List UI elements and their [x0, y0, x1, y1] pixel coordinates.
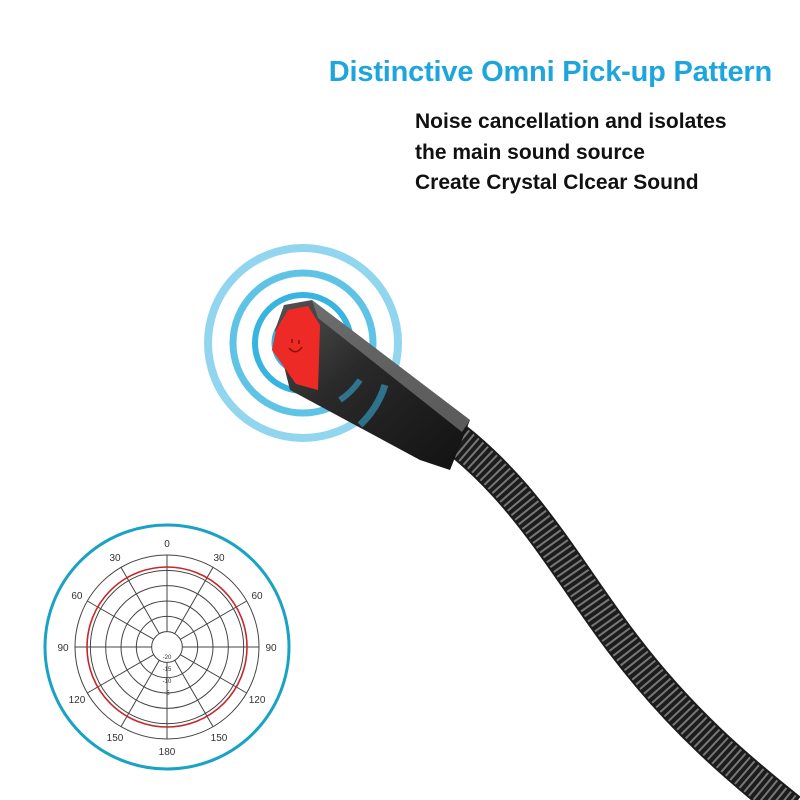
feature-line-2: the main sound source — [415, 141, 645, 164]
scale-label: -5 — [164, 691, 170, 697]
headline: Distinctive Omni Pick-up Pattern — [328, 56, 772, 88]
scale-label: -10 — [163, 679, 172, 685]
scale-label: -20 — [163, 655, 172, 661]
angle-label: 90 — [265, 643, 277, 654]
polar-pattern-chart: 0 30 60 90 120 150 180 150 120 90 60 30 -20 -15 -10 -5 — [43, 523, 291, 771]
angle-label: 30 — [109, 553, 121, 564]
smiley-icon — [288, 339, 303, 353]
scale-label: -15 — [163, 667, 172, 673]
feature-line-3: Create Crystal Clcear Sound — [415, 171, 699, 194]
feature-line-1: Noise cancellation and isolates — [415, 110, 727, 133]
microphone-head — [275, 300, 470, 470]
angle-label: 180 — [159, 747, 176, 758]
angle-label: 120 — [249, 695, 266, 706]
angle-label: 150 — [211, 733, 228, 744]
chart-border — [43, 523, 291, 771]
angle-label: 120 — [69, 695, 86, 706]
gooseneck — [420, 405, 800, 800]
angle-label: 60 — [71, 591, 83, 602]
angle-label: 150 — [107, 733, 124, 744]
angle-label: 30 — [213, 553, 225, 564]
red-indicator — [272, 306, 320, 390]
pattern-curve — [86, 566, 248, 728]
angle-label: 90 — [57, 643, 69, 654]
angle-label: 60 — [252, 591, 264, 602]
angle-label: 0 — [164, 539, 170, 550]
